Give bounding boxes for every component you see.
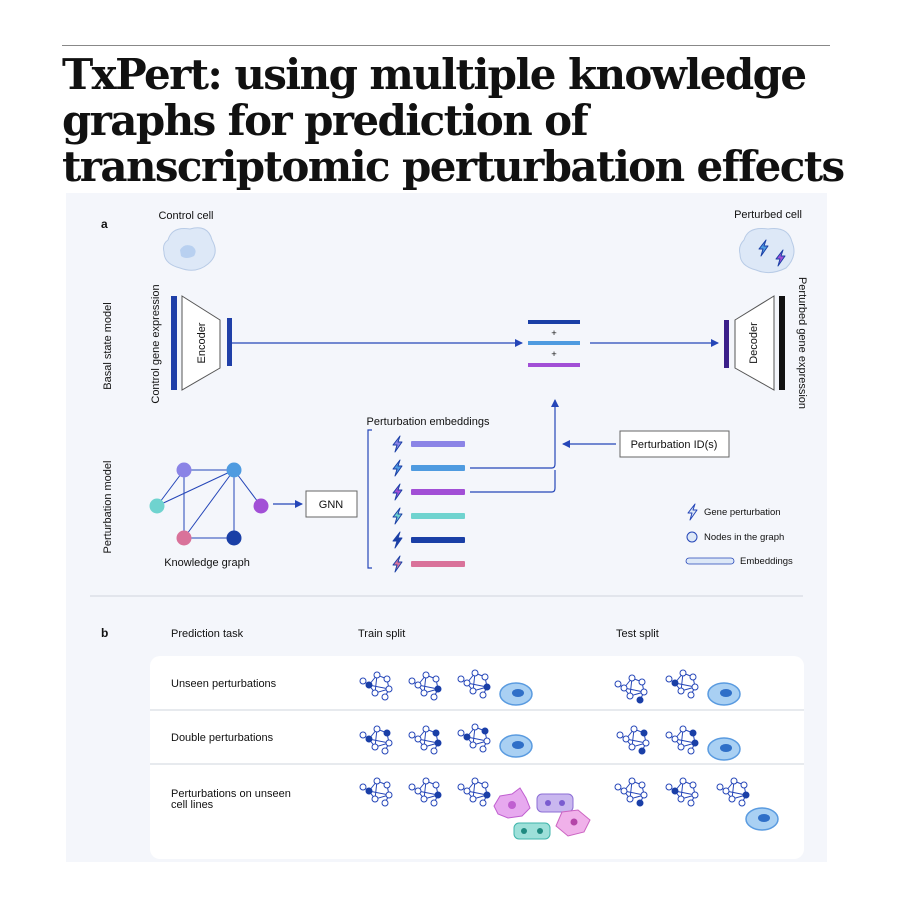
graph-node-purple [176,462,192,478]
perturbed-node [434,739,442,747]
panel-b-label: b [101,626,108,640]
gene-perturbation-icon [392,555,403,573]
test-cell-row2 [707,737,741,761]
sum-bar-embedding-2 [528,363,580,367]
basal-state-model-label: Basal state model [102,302,114,389]
train-split-header: Train split [358,628,405,640]
perturbed-node [365,735,373,743]
graph-node-navy [226,530,242,546]
legend: Gene perturbation Nodes in the graph Emb… [685,503,793,567]
latent-bar [227,318,232,366]
gene-perturbation-icon [392,507,403,525]
gene-perturbation-icon [392,483,403,501]
perturbed-node [640,729,648,737]
task-unseen-cell-lines-line1: Perturbations on unseen [171,788,291,800]
embedding-icon [685,557,735,565]
graph-node-blue [226,462,242,478]
graph-node-icon [686,531,698,543]
embedding-bar [411,489,465,495]
embeddings-bracket [367,429,372,569]
embedding-bar [411,441,465,447]
embedding-bar [411,513,465,519]
perturbed-node [636,696,644,704]
legend-embeddings: Embeddings [740,556,793,567]
prediction-task-header: Prediction task [171,628,244,640]
perturbed-expression-bar [779,296,785,390]
perturbation-model-label: Perturbation model [102,461,114,554]
embedding-bar [411,561,465,567]
legend-nodes-in-graph: Nodes in the graph [704,532,784,543]
train-cell-row2 [499,734,533,758]
test-split-header: Test split [616,628,659,640]
sum-bar-basal [528,320,580,324]
embedding-list [392,435,465,573]
embedding-bar [411,537,465,543]
control-cell-icon [163,227,216,271]
knowledge-graph-label: Knowledge graph [164,557,250,569]
encoder-label: Encoder [196,322,208,363]
gene-perturbation-icon [392,459,403,477]
perturbed-node [483,683,491,691]
plus-sign-1: + [551,328,557,339]
perturbed-node [432,729,440,737]
split-graphs [359,669,750,807]
gnn-label: GNN [319,499,344,511]
train-cell-row1 [499,682,533,706]
task-unseen-cell-lines-line2: cell lines [171,799,214,811]
decoder-input-bar [724,320,729,368]
sum-bar-embedding-1 [528,341,580,345]
task-double-perturbations: Double perturbations [171,732,274,744]
test-cell-row1 [707,682,741,706]
perturbed-node [365,787,373,795]
perturbed-cell-icon [739,228,795,274]
page-title: TxPert: using multiple knowledge graphs … [62,50,845,191]
control-gene-expression-label: Control gene expression [150,284,162,403]
graph-node-violet [253,498,269,514]
control-expression-bar [171,296,177,390]
gene-perturbation-icon [392,435,403,453]
title-rule [62,45,830,46]
perturbed-node [463,733,471,741]
test-cell-row3 [745,807,779,831]
perturbation-ids-box [619,430,730,458]
perturbed-cell-label: Perturbed cell [734,209,802,221]
perturbed-node [671,787,679,795]
perturbed-node [689,729,697,737]
diverse-cell-lines [493,787,591,840]
encoder-shape [181,295,221,391]
graph-node-teal [149,498,165,514]
perturbation-ids-label: Perturbation ID(s) [631,439,718,451]
perturbed-node [638,747,646,755]
gnn-box [305,490,358,518]
perturbed-node [365,681,373,689]
task-unseen-perturbations: Unseen perturbations [171,678,277,690]
task-table [150,656,804,859]
plus-sign-2: + [551,349,557,360]
perturbed-node [742,791,750,799]
perturbed-node [434,791,442,799]
graph-node-pink [176,530,192,546]
perturbed-node [691,739,699,747]
perturbed-node [383,729,391,737]
embedding-bar [411,465,465,471]
perturbed-node [671,679,679,687]
perturbed-node [481,727,489,735]
decoder-shape [734,295,775,391]
perturbed-node [636,799,644,807]
perturbed-node [483,791,491,799]
control-cell-label: Control cell [158,210,213,222]
embedding-2-to-sum-arrow [470,470,556,493]
gene-perturbation-icon [687,503,698,521]
knowledge-graph [149,462,269,546]
perturbed-gene-expression-label: Perturbed gene expression [796,277,808,409]
decoder-label: Decoder [748,322,760,364]
embedding-1-to-sum-arrow [470,399,559,469]
panel-a-label: a [101,217,108,231]
gene-perturbation-icon [392,531,403,549]
perturbed-node [434,685,442,693]
legend-gene-perturbation: Gene perturbation [704,507,781,518]
perturbation-embeddings-label: Perturbation embeddings [367,416,490,428]
